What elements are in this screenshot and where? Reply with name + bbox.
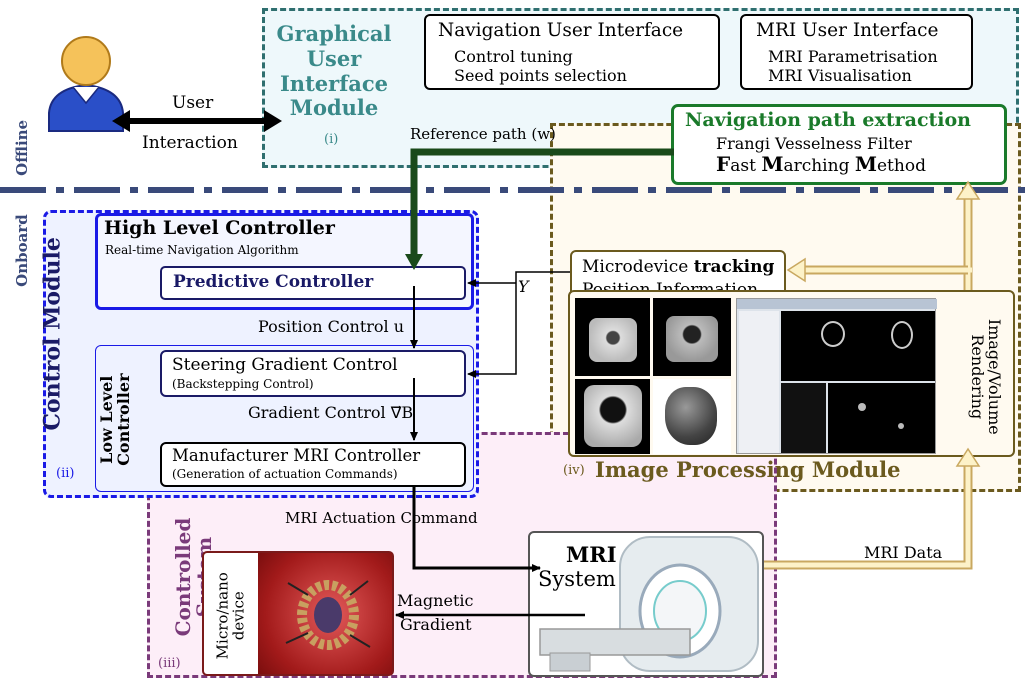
mri-ui-box: MRI User Interface MRI Parametrisation M… <box>740 14 973 90</box>
mri-data-arrow-fill <box>764 464 971 568</box>
microdevice-image <box>258 553 392 674</box>
mri-slice-image <box>575 379 650 454</box>
user-icon <box>48 36 124 132</box>
user-interaction-arrow <box>112 110 282 132</box>
high-level-controller-subtitle: Real-time Navigation Algorithm <box>105 243 299 257</box>
image-module-title: Image Processing Module <box>595 457 901 482</box>
fmm-initial: F <box>716 152 731 176</box>
navigation-ui-item: Control tuning <box>454 47 573 66</box>
navigation-ui-item: Seed points selection <box>454 66 627 85</box>
reference-path-label: Reference path (w) <box>410 126 556 143</box>
user-label: User <box>172 93 214 113</box>
steering-title: Steering Gradient Control <box>172 355 398 375</box>
manufacturer-mri-controller-box: Manufacturer MRI Controller (Generation … <box>160 442 466 487</box>
gui-title-line: Module <box>289 95 379 121</box>
navigation-ui-box: Navigation User Interface Control tuning… <box>424 14 720 90</box>
controlled-system-index: (iii) <box>158 656 181 671</box>
mri-slice-image <box>653 298 731 376</box>
gui-title-line: User <box>306 45 362 71</box>
gui-module-index: (i) <box>324 132 339 147</box>
steering-subtitle: (Backstepping Control) <box>172 377 314 391</box>
software-screenshot <box>736 298 937 454</box>
path-extraction-title: Navigation path extraction <box>685 109 971 131</box>
manufacturer-subtitle: (Generation of actuation Commands) <box>172 467 398 481</box>
mri-ui-item: MRI Visualisation <box>768 66 912 85</box>
render-to-tracking-arrowhead <box>786 257 806 283</box>
mri-data-arrowhead <box>955 447 981 467</box>
y-signal-label: Y <box>518 277 529 296</box>
predictive-controller-box: Predictive Controller <box>160 266 466 300</box>
fmm-rest: arching <box>783 156 855 176</box>
magnetic-label: Magnetic <box>397 591 474 610</box>
mri-ui-item: MRI Parametrisation <box>768 47 938 66</box>
mri-system-line2: System <box>538 567 616 591</box>
tracking-bold-text: tracking <box>693 257 775 277</box>
mri-actuation-arrow <box>412 487 541 572</box>
position-control-label: Position Control u <box>258 317 405 336</box>
volume-render-image <box>653 379 731 454</box>
tracking-line1: Microdevice tracking <box>582 258 774 277</box>
mri-ui-title: MRI User Interface <box>756 20 939 41</box>
interaction-label: Interaction <box>142 133 238 153</box>
fmm-rest: ast <box>730 156 762 176</box>
path-extraction-method: Fast Marching Method <box>716 153 926 176</box>
image-module-index: (iv) <box>563 463 585 478</box>
mri-system-line1: MRI <box>566 542 617 567</box>
navigation-ui-title: Navigation User Interface <box>438 20 684 41</box>
mri-scanner-drawing <box>539 536 759 672</box>
y-feedback-arrow <box>467 271 570 378</box>
gradient-control-label: Gradient Control ∇⃗B <box>248 403 414 422</box>
fmm-initial: M <box>854 152 877 176</box>
render-to-extraction-arrowhead <box>955 180 981 200</box>
predictive-controller-label: Predictive Controller <box>173 272 374 292</box>
fmm-initial: M <box>761 152 784 176</box>
mri-slice-image <box>575 298 650 376</box>
control-module-index: (ii) <box>56 466 75 481</box>
gui-module-title: Graphical User Interface Module <box>270 21 398 121</box>
tracking-line1-text: Microdevice <box>582 257 694 277</box>
navigation-path-extraction-box: Navigation path extraction Frangi Vessel… <box>671 104 1007 185</box>
reference-path-text: Reference path (w) <box>410 125 556 143</box>
reference-path-arrow <box>410 148 674 258</box>
mri-actuation-command-label: MRI Actuation Command <box>285 509 478 527</box>
microdevice-drawing <box>285 580 371 650</box>
reference-path-arrowhead <box>405 254 423 270</box>
gui-title-line: Graphical <box>276 21 392 46</box>
gradient-label: Gradient <box>400 615 472 634</box>
path-extraction-filter: Frangi Vesselness Filter <box>716 134 912 153</box>
manufacturer-title: Manufacturer MRI Controller <box>172 446 421 465</box>
gui-title-line: Interface <box>279 70 388 96</box>
mri-system-box: MRI System <box>528 531 764 677</box>
steering-gradient-control-box: Steering Gradient Control (Backstepping … <box>160 350 466 397</box>
fmm-rest: ethod <box>877 156 926 176</box>
mri-data-label: MRI Data <box>864 543 943 562</box>
mri-data-arrow-outline <box>764 464 973 570</box>
high-level-controller-title: High Level Controller <box>104 217 335 239</box>
